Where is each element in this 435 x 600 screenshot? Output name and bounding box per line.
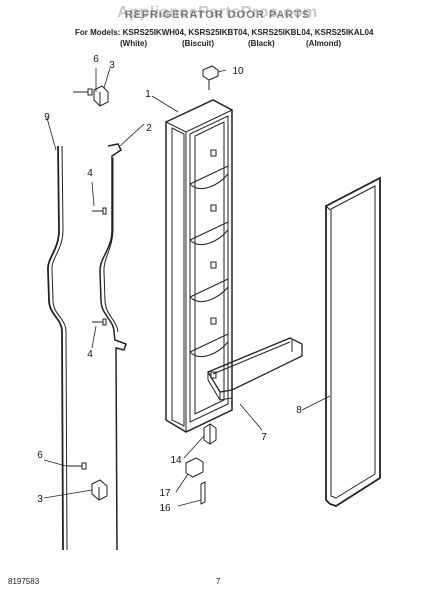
part-3-bracket-top: [93, 85, 109, 107]
door-shelf: [189, 278, 229, 333]
page-number: 7: [216, 577, 221, 586]
part-1-door-liner: [165, 99, 233, 433]
document-number: 8197583: [8, 577, 40, 586]
model-color: (Almond): [306, 39, 342, 48]
model-color: (White): [120, 39, 148, 48]
model-color: (Biscuit): [182, 39, 214, 48]
callout-label: 6: [93, 54, 99, 65]
part-6-screw-bottom: [66, 462, 87, 470]
callout-label: 10: [232, 66, 244, 77]
shelf-clip: [210, 261, 217, 269]
callout-label: 8: [296, 405, 302, 416]
callout-label: 14: [170, 455, 182, 466]
shelf-clip: [210, 317, 217, 325]
model-number: KSRS25IKAL04: [314, 28, 374, 37]
model-list: For Models: KSRS25IKWH04, KSRS25IKBT04, …: [75, 28, 373, 37]
leader-lines: [43, 67, 331, 507]
door-shelf: [189, 165, 229, 220]
watermark-text: AppliancePartsPros.com: [117, 4, 318, 21]
callout-label: 7: [261, 432, 267, 443]
page-title: REFRIGERATOR DOOR PARTS: [124, 9, 311, 21]
callout-label: 2: [146, 123, 152, 134]
model-number: KSRS25IKBL04,: [251, 28, 313, 37]
part-3-bracket-bottom: [91, 479, 108, 501]
part-9-wire-rod: [47, 145, 68, 551]
callout-labels: 1 2 3 4 4 5 6 6 7 8 9 10 14 16 17 3: [37, 54, 302, 514]
part-4-screw-top: [92, 207, 107, 215]
model-number: KSRS25IKWH04,: [122, 28, 187, 37]
callout-label: 3: [37, 494, 43, 505]
part-10-cap-screw: [202, 65, 219, 90]
part-6-screw-top: [73, 88, 93, 96]
door-shelf: [189, 221, 229, 276]
model-number: KSRS25IKBT04,: [188, 28, 250, 37]
callout-label: 4: [87, 349, 93, 360]
part-17-bracket: [185, 457, 204, 478]
door-shelf-group: [189, 149, 229, 388]
callout-label: 9: [44, 112, 50, 123]
part-4-screw-bottom: [92, 318, 107, 326]
models-prefix: For Models:: [75, 28, 121, 37]
callout-label: 1: [145, 89, 151, 100]
callout-label: 16: [159, 503, 171, 514]
part-2-hinge-bar: [99, 143, 127, 551]
callout-label: 4: [87, 168, 93, 179]
callout-label: 6: [37, 450, 43, 461]
callout-label: 17: [159, 488, 171, 499]
door-shelf: [189, 333, 229, 388]
part-8-door-gasket: [325, 176, 381, 507]
shelf-clip: [210, 204, 217, 212]
shelf-clip: [210, 371, 217, 379]
shelf-clip: [210, 149, 217, 157]
part-7-door-bin: [207, 337, 303, 401]
callout-label: 3: [109, 60, 115, 71]
part-14-hinge-pin: [203, 423, 217, 445]
model-color: (Black): [248, 39, 275, 48]
part-16-screw: [200, 481, 206, 505]
